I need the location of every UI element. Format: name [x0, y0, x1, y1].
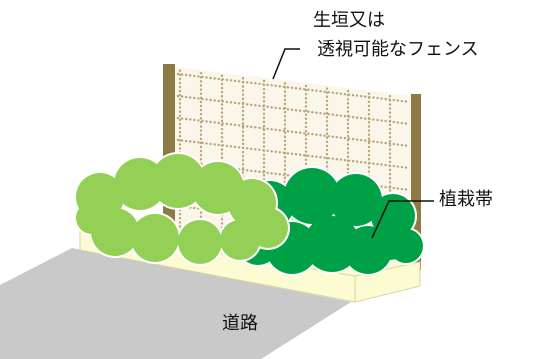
shrub-lobe — [370, 220, 410, 260]
shrub-lobe — [76, 202, 108, 234]
shrub-lobe — [330, 174, 382, 226]
shrub-light — [74, 152, 290, 266]
planting-leader-line — [371, 200, 434, 239]
shrub-lobe — [220, 220, 260, 260]
shrub-lobe — [284, 168, 340, 224]
road-area — [0, 248, 351, 359]
road-label: 道路 — [222, 313, 258, 334]
planter-side-face — [354, 261, 421, 303]
fence-post-right — [411, 94, 421, 270]
fence-leader-line — [272, 48, 300, 80]
shrub-lobe — [151, 154, 205, 208]
planting-strip-label: 植栽帯 — [439, 189, 493, 210]
shrub-lobe — [178, 220, 222, 264]
shrub-lobe — [131, 214, 179, 262]
fence-label-line2: 透視可能なフェンス — [317, 39, 479, 60]
fence-label-line1: 生垣又は — [313, 10, 385, 31]
